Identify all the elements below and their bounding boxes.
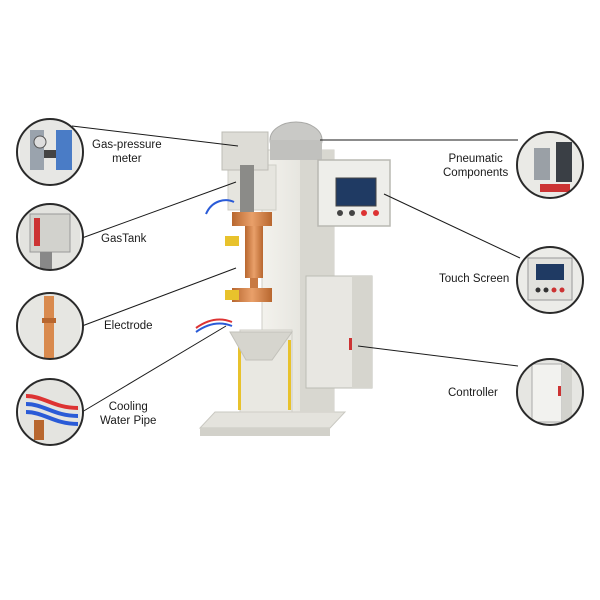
detail-gas-tank: [16, 203, 84, 271]
detail-controller: [516, 358, 584, 426]
label-gas-pressure-meter: Gas-pressure meter: [92, 138, 162, 166]
yellow-fitting-lower: [225, 290, 239, 300]
yellow-stripe-right: [288, 340, 291, 410]
label-controller-text: Controller: [448, 387, 498, 399]
controller-label: [349, 338, 352, 350]
label-gas-tank: GasTank: [101, 232, 146, 246]
yellow-fitting-upper: [225, 236, 239, 246]
leader-gas-tank: [81, 181, 237, 239]
lower-arm: [229, 331, 293, 361]
detail-electrode: [16, 292, 84, 360]
label-cooling-water-pipe-line2: Water Pipe: [100, 415, 157, 427]
electrode-tip: [250, 278, 258, 288]
panel-screen: [335, 177, 377, 207]
label-pneumatic-components: Pneumatic Components: [443, 152, 508, 180]
label-gas-tank-text: GasTank: [101, 233, 147, 245]
copper-electrode-block: [245, 226, 263, 278]
yellow-stripe-left: [238, 340, 241, 410]
panel-button: [373, 210, 379, 216]
label-controller: Controller: [448, 386, 498, 400]
air-tank-body: [270, 140, 322, 160]
upper-blue-pipe: [205, 199, 235, 215]
leader-gas-pressure: [71, 125, 239, 147]
gas-tank-body: [221, 131, 269, 171]
detail-pneumatic-components: [516, 131, 584, 199]
lower-copper-clamp: [232, 288, 272, 302]
detail-touch-screen: [516, 246, 584, 314]
detail-cooling-water-pipe: [16, 378, 84, 446]
upper-copper-clamp: [232, 212, 272, 226]
label-gas-pressure-meter-line2: meter: [112, 153, 142, 165]
leader-controller: [357, 345, 519, 367]
controller-cabinet-side: [352, 276, 372, 388]
label-pneumatic-components-line2: Components: [443, 167, 509, 179]
blue-pipe: [195, 322, 233, 333]
leader-electrode: [81, 267, 237, 327]
spot-welding-machine: [195, 121, 391, 436]
leader-cooling-pipe: [81, 325, 227, 413]
leader-touch-screen: [383, 193, 521, 259]
label-touch-screen: Touch Screen: [439, 272, 509, 286]
panel-button: [337, 210, 343, 216]
label-touch-screen-text: Touch Screen: [439, 273, 510, 285]
machine-base: [198, 411, 347, 429]
piston-rod: [240, 165, 254, 213]
panel-button: [361, 210, 367, 216]
label-pneumatic-components-line1: Pneumatic: [448, 153, 503, 165]
label-electrode: Electrode: [104, 319, 153, 333]
label-electrode-text: Electrode: [104, 320, 153, 332]
red-pipe: [195, 318, 233, 329]
panel-button: [349, 210, 355, 216]
label-gas-pressure-meter-line1: Gas-pressure: [92, 139, 162, 151]
detail-gas-pressure-meter: [16, 118, 84, 186]
label-cooling-water-pipe: Cooling Water Pipe: [100, 400, 156, 428]
machine-base-edge: [200, 428, 330, 436]
leader-lines: [71, 125, 521, 413]
label-cooling-water-pipe-line1: Cooling: [108, 401, 148, 413]
